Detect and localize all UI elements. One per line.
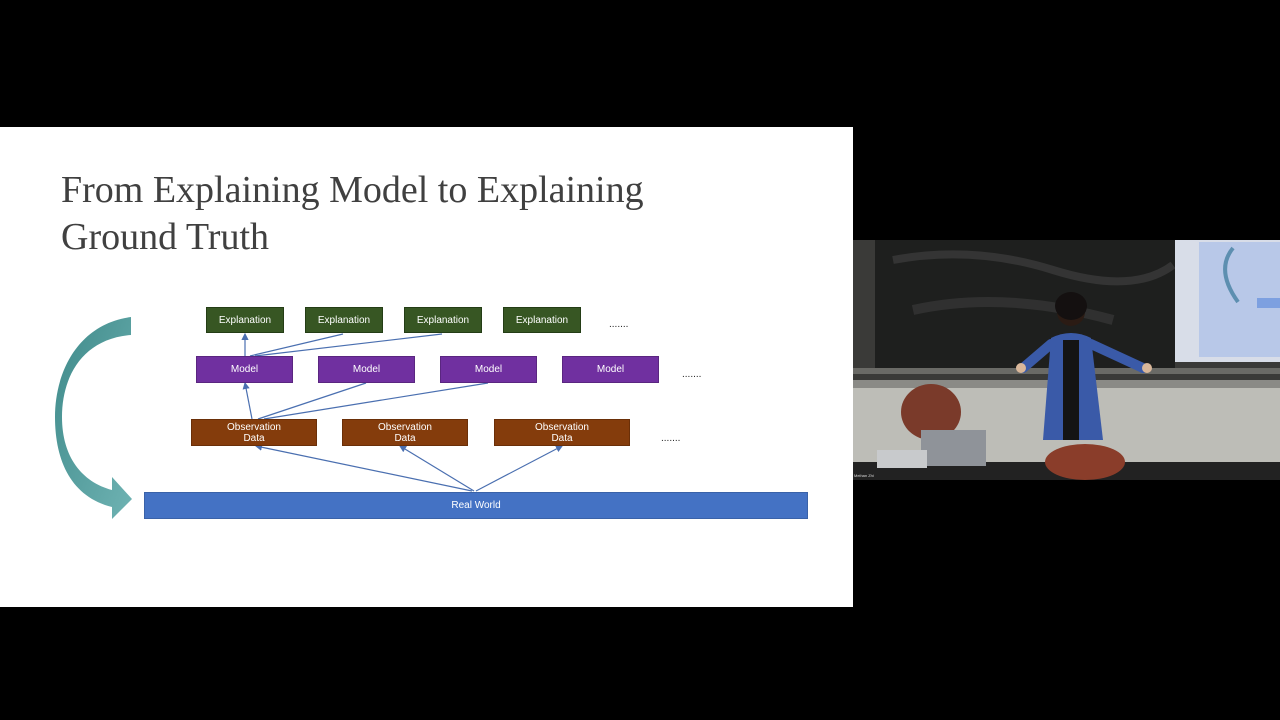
observation-label-line-2: Data <box>551 432 573 444</box>
real-world-bar: Real World <box>144 492 808 519</box>
observation-box-2: Observation Data <box>342 419 468 446</box>
presentation-slide: From Explaining Model to Explaining Grou… <box>0 127 853 607</box>
speaker-video-scene <box>853 240 1280 480</box>
observation-label-line-2: Data <box>243 432 265 444</box>
model-box-1: Model <box>196 356 293 383</box>
speaker-video: Meihan Zhi <box>853 240 1280 480</box>
explanation-box-3: Explanation <box>404 307 482 333</box>
slide-title-line-2: Ground Truth <box>61 216 269 258</box>
explanation-box-1: Explanation <box>206 307 284 333</box>
observation-ellipsis: ....... <box>661 433 681 444</box>
model-ellipsis: ....... <box>682 369 702 380</box>
model-box-2: Model <box>318 356 415 383</box>
explanation-box-4: Explanation <box>503 307 581 333</box>
observation-box-3: Observation Data <box>494 419 630 446</box>
slide-title-line-1: From Explaining Model to Explaining <box>61 169 644 211</box>
slide-title: From Explaining Model to Explaining Grou… <box>61 167 781 261</box>
curved-arrow <box>55 317 132 519</box>
observation-label-line-1: Observation <box>378 421 432 433</box>
observation-label-line-1: Observation <box>535 421 589 433</box>
observation-label-line-1: Observation <box>227 421 281 433</box>
connector-lines <box>241 332 564 492</box>
model-box-4: Model <box>562 356 659 383</box>
explanation-ellipsis: ....... <box>609 319 629 330</box>
model-box-3: Model <box>440 356 537 383</box>
observation-label-line-2: Data <box>394 432 416 444</box>
video-caption: Meihan Zhi <box>854 473 874 478</box>
diagram-connectors <box>55 317 564 519</box>
observation-box-1: Observation Data <box>191 419 317 446</box>
explanation-box-2: Explanation <box>305 307 383 333</box>
